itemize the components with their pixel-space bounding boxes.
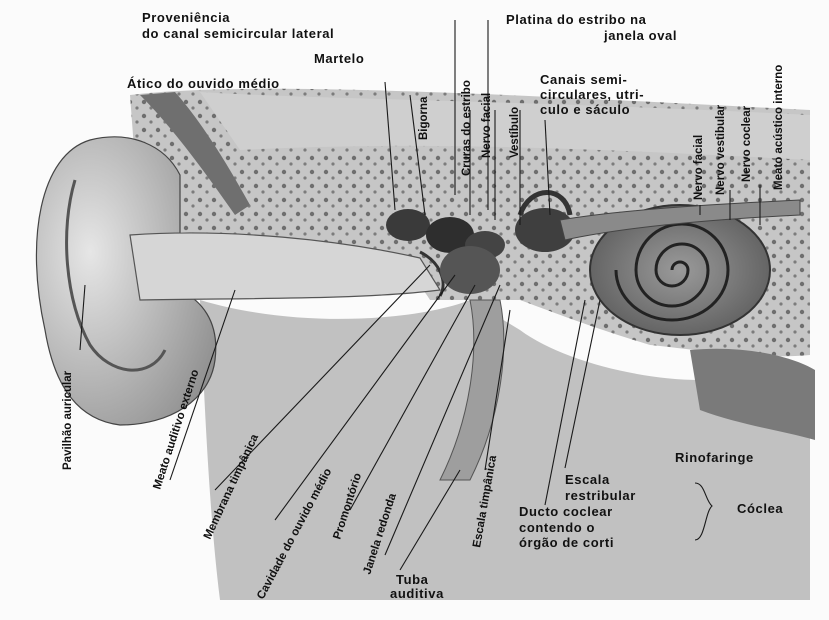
- label-canais-1: Canais semi-: [540, 72, 627, 87]
- ossicle-malleus: [386, 209, 430, 241]
- label-nervo-vestibular: Nervo vestibular: [715, 104, 727, 195]
- label-escala-vest-2: restribular: [565, 488, 636, 503]
- label-canais-2: circulares, utri-: [540, 87, 644, 102]
- label-martelo: Martelo: [314, 51, 364, 66]
- label-vestibulo: Vestíbulo: [509, 107, 521, 158]
- label-rinofaringe: Rinofaringe: [675, 450, 754, 465]
- label-ducto-1: Ducto coclear: [519, 504, 613, 519]
- label-platina-2: janela oval: [603, 28, 677, 43]
- label-proveniencia-2: do canal semicircular lateral: [142, 26, 334, 41]
- middle-ear-cavity: [440, 246, 500, 294]
- label-canais-3: culo e sáculo: [540, 102, 630, 117]
- label-nervo-facial-right: Nervo facial: [693, 135, 705, 200]
- label-tuba-1: Tuba: [396, 572, 429, 587]
- label-ducto-2: contendo o: [519, 520, 595, 535]
- label-meato-interno: Meato acústico interno: [773, 65, 785, 190]
- label-cruras: Cruras do estribo: [461, 80, 473, 176]
- label-tuba-2: auditiva: [390, 586, 444, 601]
- label-nervo-coclear: Nervo coclear: [741, 105, 753, 182]
- label-ducto-3: órgão de corti: [519, 535, 614, 550]
- label-pavilhao: Pavilhão auricular: [62, 370, 74, 470]
- label-nervo-facial-top: Nervo facial: [481, 93, 493, 158]
- label-atico: Ático do ouvido médio: [127, 76, 280, 91]
- label-platina-1: Platina do estribo na: [506, 12, 647, 27]
- label-coclea: Cóclea: [737, 501, 783, 516]
- label-escala-vest-1: Escala: [565, 472, 610, 487]
- label-bigorna: Bigorna: [418, 96, 430, 140]
- label-proveniencia-1: Proveniência: [142, 10, 230, 25]
